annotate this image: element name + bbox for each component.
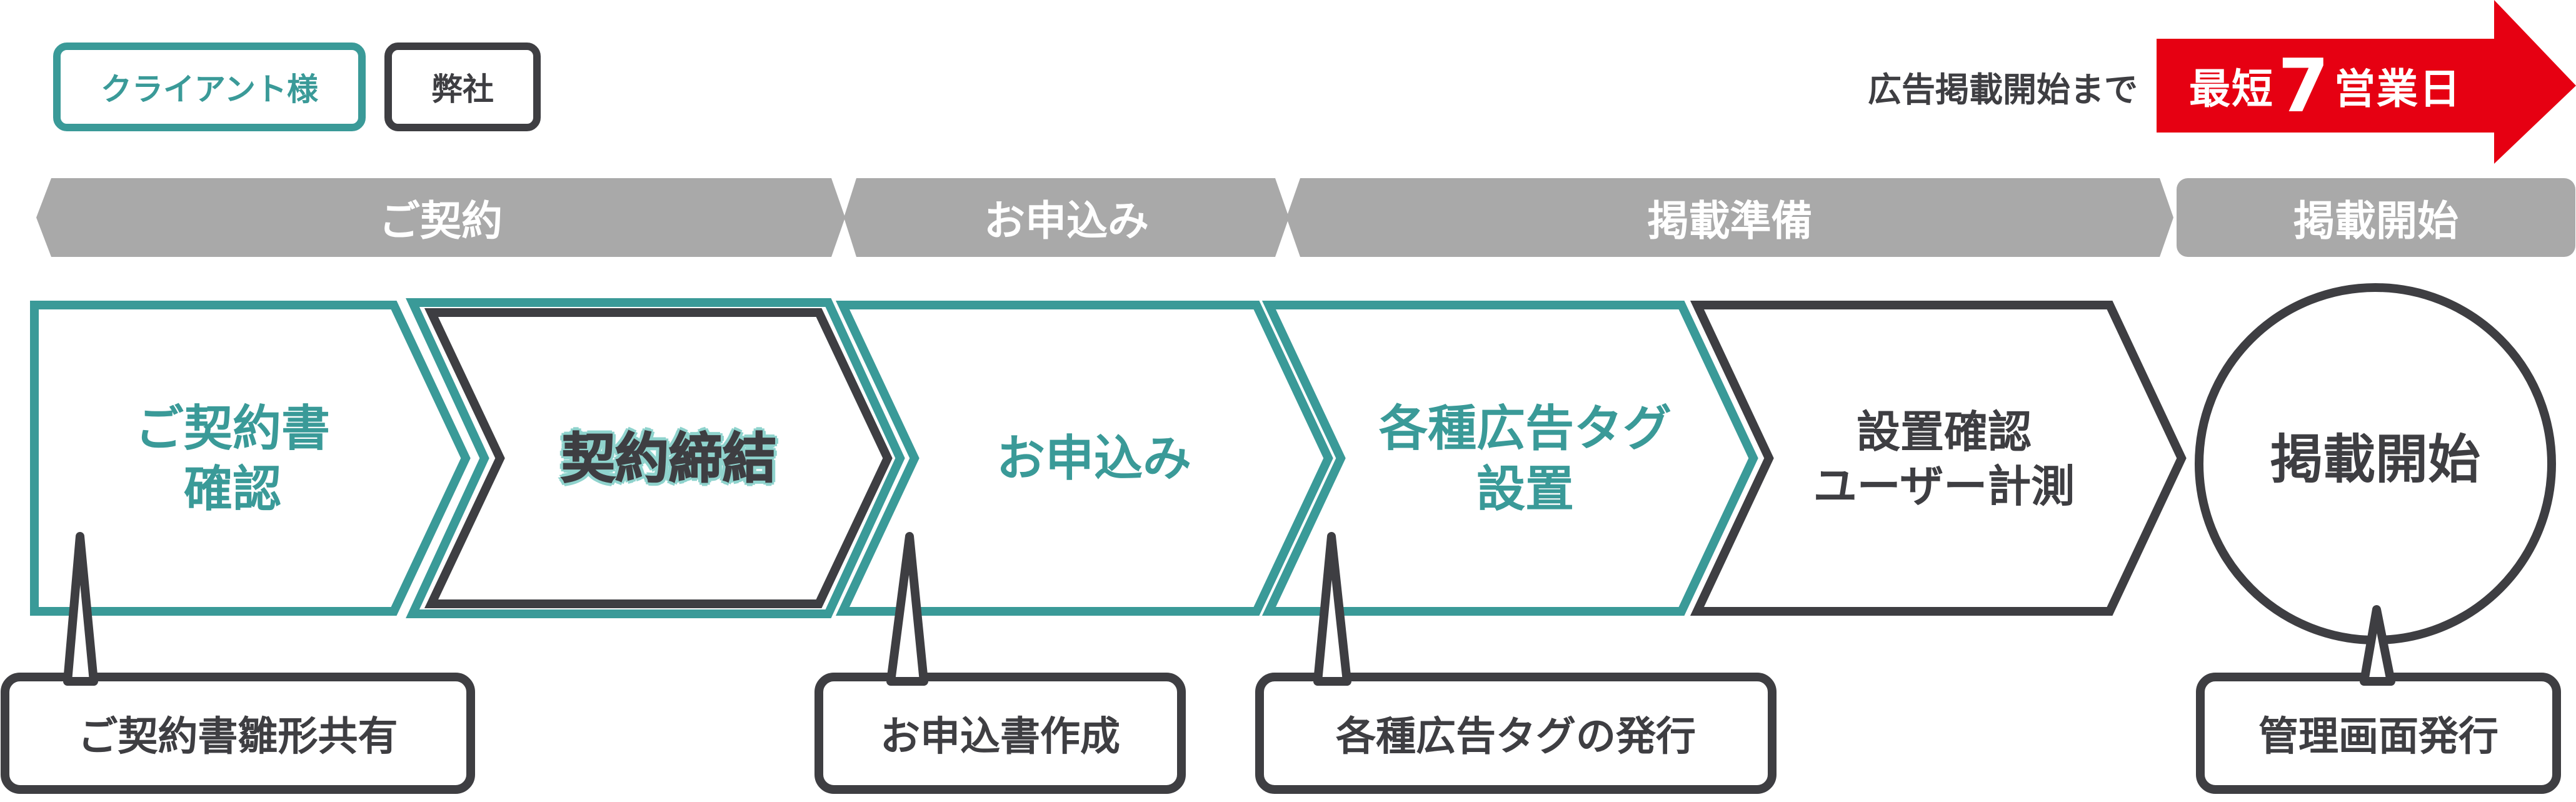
lead-time-prefix: 最短 [2188,65,2274,113]
callout-box-template [1,673,475,794]
step-label-tag-installation: 各種広告タグ 設置 [1378,400,1671,518]
callout-box-tag-issue [1255,673,1777,794]
lead-time-number: 7 [2277,43,2331,129]
phase-label-preparation: 掲載準備 [1647,197,1813,245]
step-label-contract-signing: 契約締結 [561,427,777,491]
step-chevron-contract-signing [424,308,893,608]
callout-label-application-form: お申込書作成 [880,714,1120,760]
phase-banner-contract [36,178,845,257]
step-label-contract-review: ご契約書 確認 [134,400,330,518]
lead-time-text: 広告掲載開始まで [1868,69,2138,109]
legend-client-label: クライアント様 [101,71,318,108]
callout-pointer-tag-issue [1313,532,1351,686]
callout-label-tag-issue: 各種広告タグの発行 [1336,714,1696,760]
phase-banner-start [2177,178,2575,257]
lead-time-badge: 最短 7 営業日 [2157,39,2494,133]
phase-label-start: 掲載開始 [2293,197,2458,245]
callout-pointer-template [63,532,98,686]
legend-client: クライアント様 [53,43,366,131]
lead-time-arrow [2157,0,2576,164]
step-chevron-contract-review [30,301,471,616]
phase-label-application: お申込み [984,197,1149,245]
legend-company-label: 弊社 [431,71,494,108]
step-chevron-application [835,301,1333,616]
phase-label-contract: ご契約 [379,197,503,245]
phase-banner-application [844,178,1289,257]
step-label-ad-start: 掲載開始 [2270,428,2480,490]
callout-box-application-form [814,673,1186,794]
callout-label-template: ご契約書雛形共有 [78,714,398,760]
callout-pointer-application-form [886,532,928,686]
phase-banner-preparation [1286,178,2173,257]
step-chevron-install-check [1690,301,2187,616]
legend-company: 弊社 [384,43,541,131]
callout-pointer-admin-panel [2360,605,2395,686]
step-chevron-tag-installation [1261,301,1758,616]
step-label-application: お申込み [996,431,1191,488]
callout-label-admin-panel: 管理画面発行 [2258,714,2498,760]
lead-time-suffix: 営業日 [2334,65,2462,113]
step-label-install-check: 設置確認 ユーザー計測 [1813,406,2075,513]
